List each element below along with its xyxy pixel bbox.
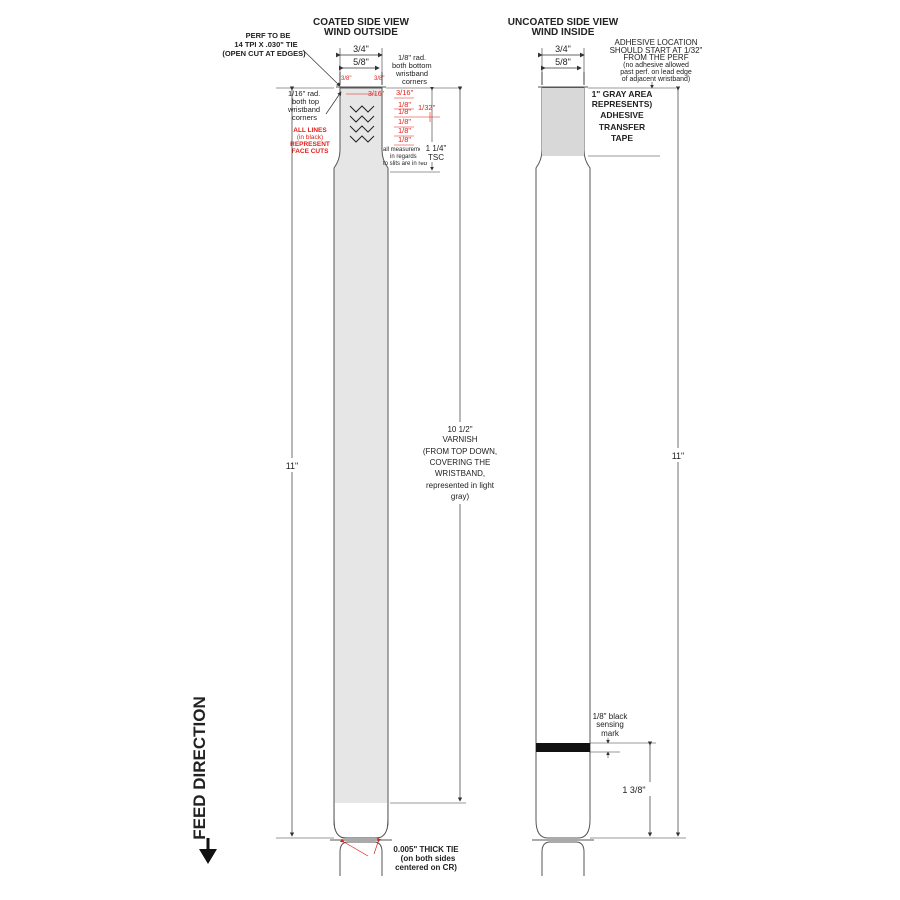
- left-uncoated-tail: [335, 803, 387, 837]
- varnish-2: VARNISH: [443, 435, 478, 444]
- left-title-line2: WIND OUTSIDE: [324, 27, 398, 38]
- coated-side-view: COATED SIDE VIEW WIND OUTSIDE 3/4" 5/8" …: [222, 17, 508, 876]
- red-small-1: 3/8": [341, 76, 351, 82]
- right-next-band-stub: [541, 841, 585, 876]
- top-radius-line4: corners: [292, 113, 317, 122]
- all-lines-4: FACE CUTS: [292, 148, 330, 155]
- adh-note-6: of adjacent wristband): [622, 76, 690, 83]
- left-next-band-stub: [339, 841, 383, 876]
- feed-direction-indicator: FEED DIRECTION: [190, 696, 217, 864]
- red-small-2: 3/8": [374, 76, 384, 82]
- tsc-value: 1 1/4": [426, 144, 447, 153]
- mark-note-3: mark: [601, 729, 620, 738]
- mark-note-1: 1/8" black: [593, 712, 629, 721]
- adh-note-3: FROM THE PERF: [623, 53, 688, 62]
- right-title-line1: UNCOATED SIDE VIEW: [508, 17, 619, 28]
- perf-note-line2: 14 TPI X .030" TIE: [234, 40, 297, 49]
- right-length-bg: [668, 448, 688, 462]
- left-tail-outline: [333, 803, 389, 839]
- feed-direction-label: FEED DIRECTION: [190, 696, 209, 840]
- top-radius-line3: wristband: [287, 105, 320, 114]
- perf-note-leader: [302, 49, 341, 87]
- measure-note-2: in regards: [390, 154, 417, 160]
- all-lines-3: REPRESENT: [290, 141, 330, 148]
- tie-note-1: 0.005" THICK TIE: [393, 845, 459, 854]
- mark-note-2: sensing: [596, 720, 624, 729]
- bottom-radius-line2: both bottom: [392, 61, 432, 70]
- tie-note-2: (on both sides: [401, 854, 456, 863]
- gray-note-5: TAPE: [611, 133, 633, 143]
- adh-note-5: past perf. on lead edge: [620, 69, 692, 76]
- measure-note-1: all measurements: [383, 147, 430, 153]
- gray-note-4: TRANSFER: [599, 122, 645, 132]
- left-length-label: 11": [286, 461, 299, 471]
- red-dim-1-8-a: 1/8": [398, 100, 411, 109]
- all-lines-1: ALL LINES: [293, 127, 327, 134]
- adh-note-1: ADHESIVE LOCATION: [615, 38, 698, 47]
- mark-dist-bg: [618, 782, 652, 796]
- perf-note-line1: PERF TO BE: [246, 31, 291, 40]
- gray-note-1: 1" GRAY AREA: [592, 89, 653, 99]
- tie-leader-a: [339, 838, 369, 857]
- black-sensing-mark: [536, 743, 590, 752]
- varnish-3: (FROM TOP DOWN,: [423, 447, 497, 456]
- varnish-7: gray): [451, 492, 470, 501]
- right-prev-band-stub: [541, 72, 585, 85]
- left-width-outer-label: 3/4": [353, 44, 369, 54]
- left-width-inner-label: 5/8": [353, 57, 369, 67]
- top-radius-line1: 1/16" rad.: [288, 89, 320, 98]
- red-dim-a: 3/16": [368, 91, 385, 98]
- uncoated-side-view: UNCOATED SIDE VIEW WIND INSIDE 3/4" 5/8"…: [508, 17, 703, 876]
- gray-note-3: ADHESIVE: [600, 110, 644, 120]
- varnish-4: COVERING THE: [430, 458, 491, 467]
- gray-note-2: REPRESENTS): [592, 99, 653, 109]
- adhesive-transfer-tape: [542, 88, 584, 156]
- top-radius-line2: both top: [292, 97, 319, 106]
- bottom-radius-line3: wristband: [395, 69, 428, 78]
- left-length-bg: [282, 458, 302, 472]
- varnish-label-bg: [412, 422, 508, 504]
- face-cut-chevrons: [349, 105, 375, 143]
- red-dim-1-8-e: 1/8": [398, 135, 411, 144]
- tsc-label-bg: [420, 142, 450, 162]
- tie-leader-b: [373, 838, 382, 855]
- right-title-line2: WIND INSIDE: [532, 27, 595, 38]
- feed-arrow-head-icon: [199, 849, 217, 864]
- red-dim-1-32: 1/32": [418, 103, 436, 112]
- adh-note-4: (no adhesive allowed: [623, 62, 689, 69]
- red-dim-1-8-c: 1/8": [398, 117, 411, 126]
- mark-dist-label: 1 3/8": [622, 785, 645, 795]
- tie-note-3: centered on CR): [395, 863, 457, 872]
- red-dim-b: 3/16": [396, 88, 414, 97]
- perf-note-line3: (OPEN CUT AT EDGES): [222, 49, 306, 58]
- red-dim-1-8-b: 1/8": [398, 107, 411, 116]
- right-width-outer-label: 3/4": [555, 44, 571, 54]
- left-wristband-outline: [333, 87, 389, 839]
- tsc-label: TSC: [428, 153, 444, 162]
- right-width-inner-label: 5/8": [555, 57, 571, 67]
- adh-note-2: SHOULD START AT 1/32": [610, 46, 703, 55]
- right-wristband-outline: [535, 87, 591, 839]
- bottom-radius-line4: corners: [402, 77, 427, 86]
- varnish-1: 10 1/2": [447, 425, 472, 434]
- all-lines-2: (in black): [297, 134, 323, 141]
- slit-dimensions: 3/8" 3/8" 3/16" 3/16" 1/8" 1/8" 1/8" 1/8…: [341, 76, 440, 146]
- varnish-6: represented in light: [426, 481, 495, 490]
- top-radius-leader: [325, 91, 342, 115]
- red-dim-1-8-d: 1/8": [398, 126, 411, 135]
- varnish-5: WRISTBAND,: [435, 469, 485, 478]
- measure-note-3: to slits are in red: [383, 161, 427, 167]
- bottom-radius-line1: 1/8" rad.: [398, 53, 426, 62]
- right-length-label: 11": [672, 451, 685, 461]
- left-title-line1: COATED SIDE VIEW: [313, 17, 409, 28]
